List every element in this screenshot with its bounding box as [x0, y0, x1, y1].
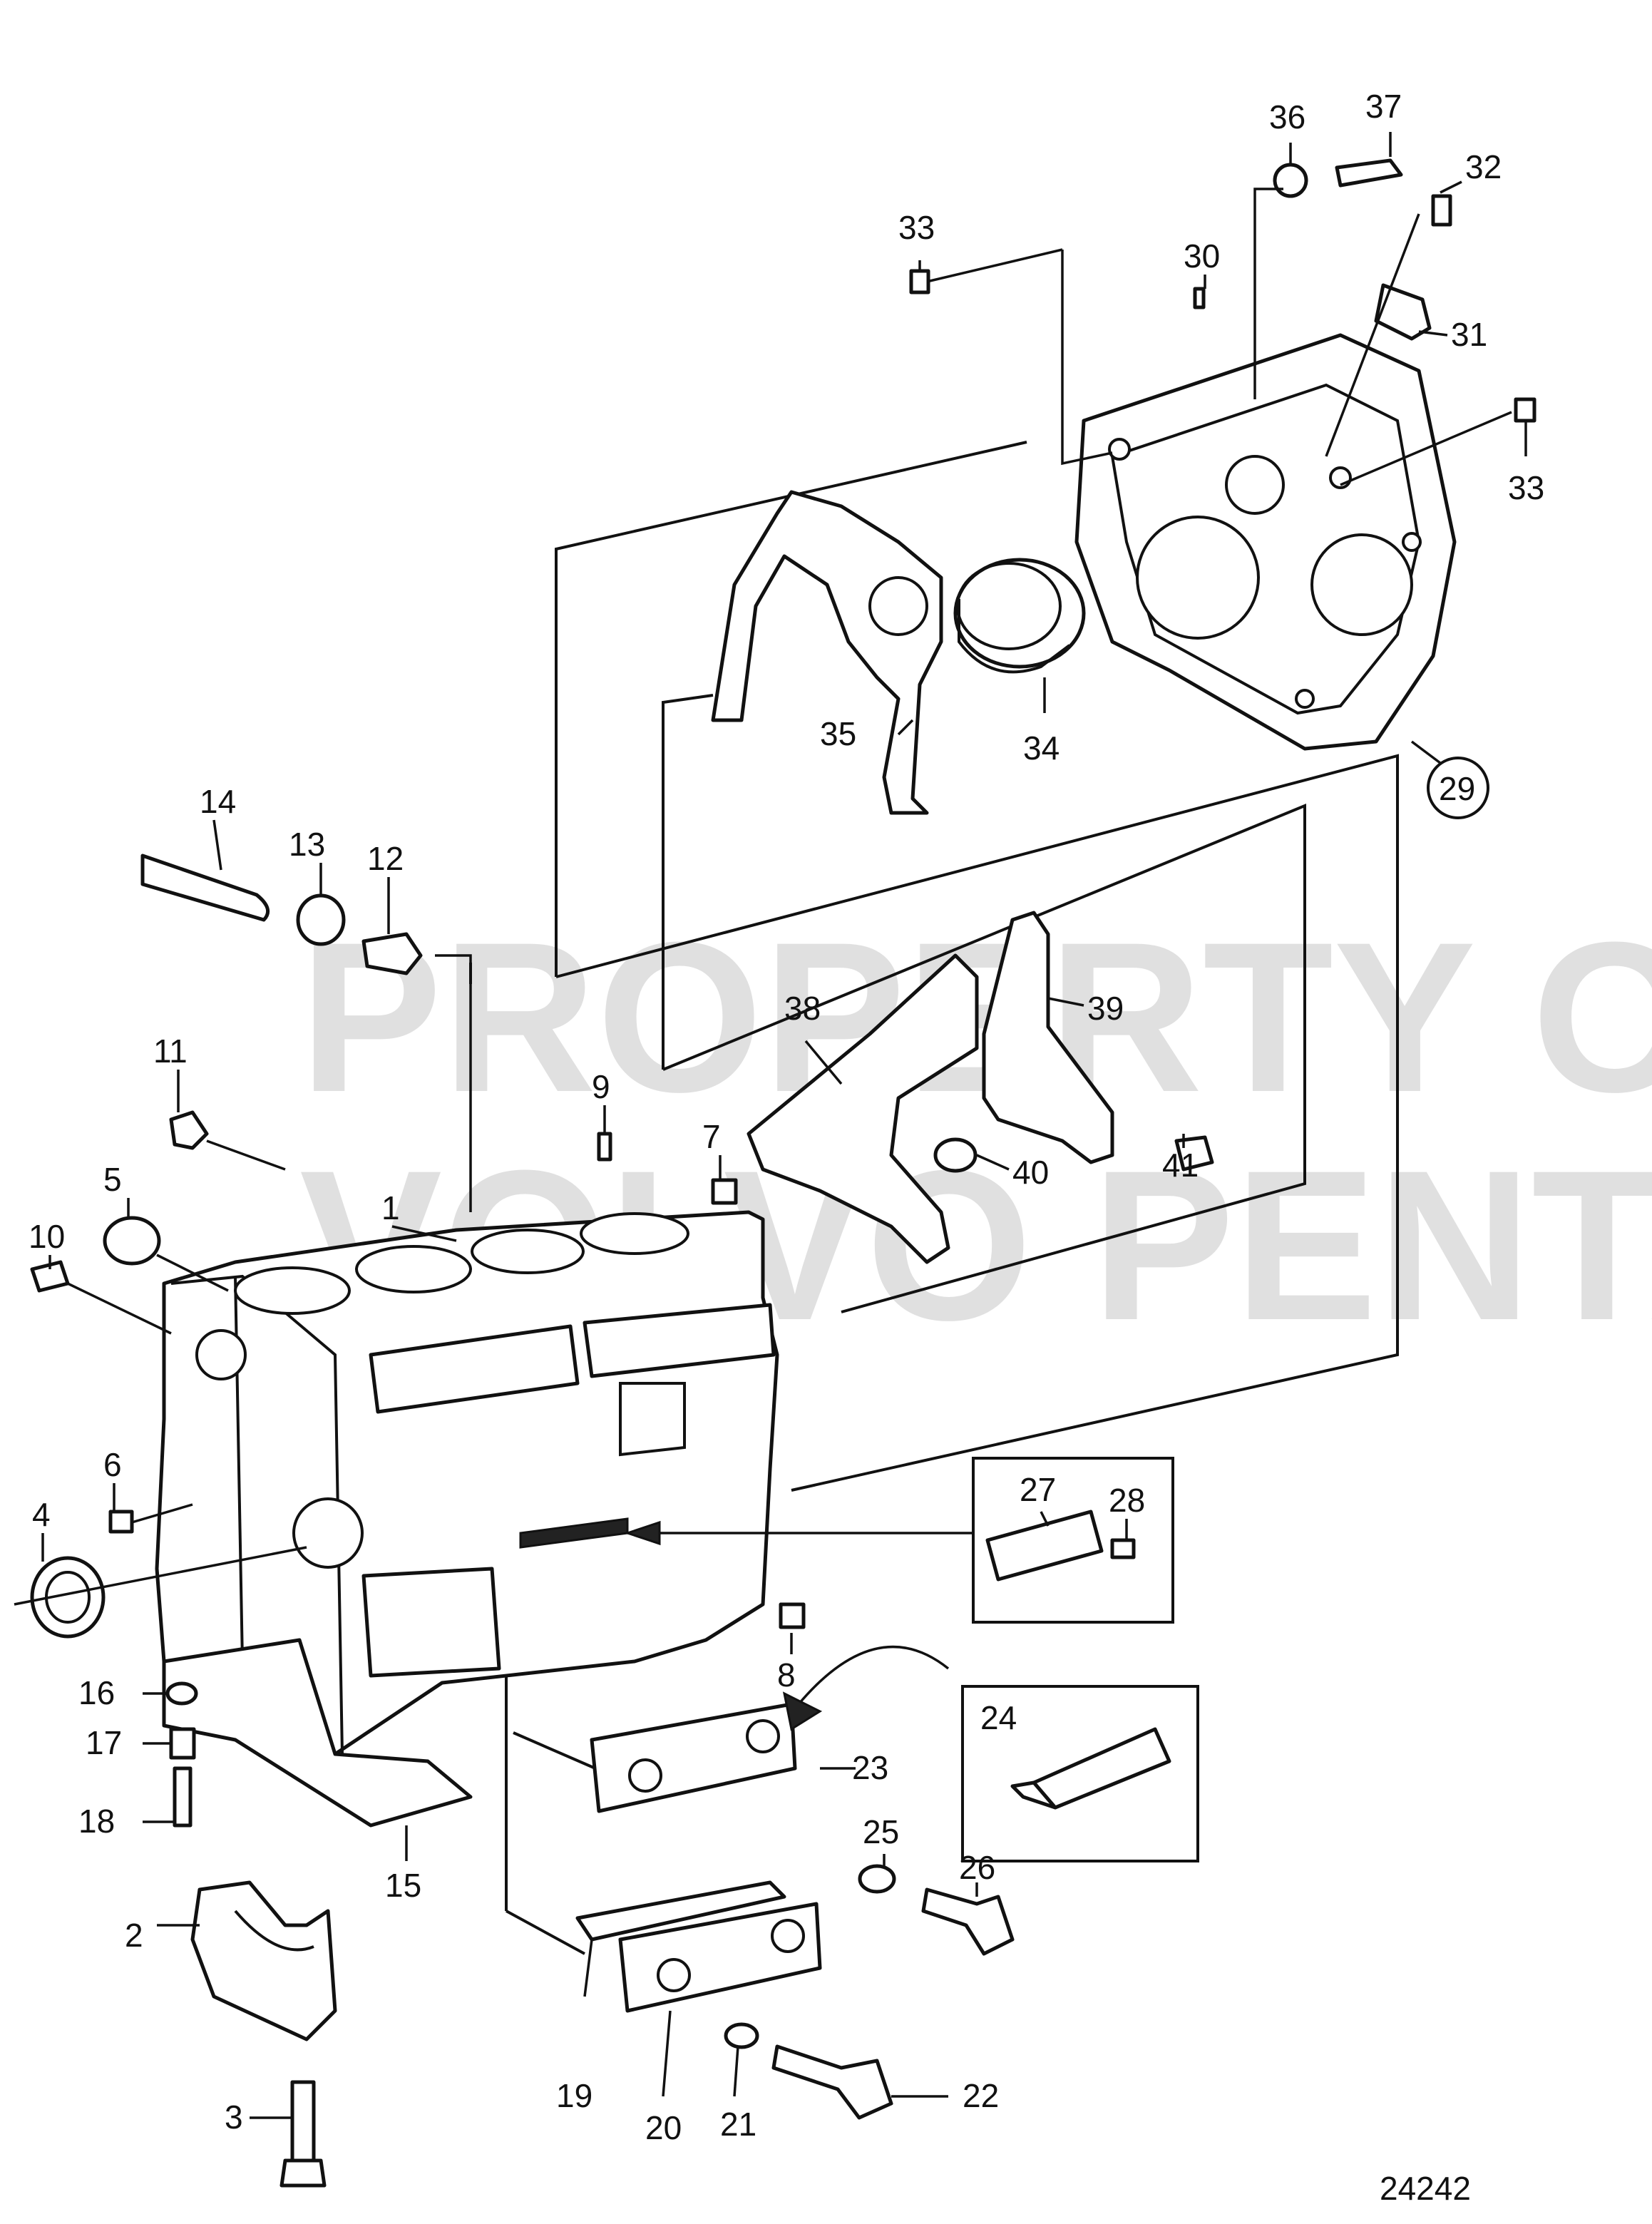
connector-12	[361, 932, 423, 975]
callout-labels: 1 2 3 4 5 6 7 8 9 10 11 12 13 14 15 16 1…	[29, 88, 1544, 2146]
callout-24: 24	[980, 1699, 1017, 1736]
seal-ring	[953, 558, 1086, 674]
callout-41: 41	[1162, 1147, 1199, 1184]
bolt-18	[173, 1766, 193, 1828]
callout-25: 25	[863, 1813, 899, 1850]
inset-sealant-box	[782, 1645, 1199, 1862]
callout-39: 39	[1087, 990, 1124, 1027]
bolt-33a	[909, 269, 930, 294]
callout-27: 27	[1020, 1471, 1056, 1508]
cover-plates	[575, 1702, 822, 2013]
callout-37: 37	[1365, 88, 1402, 125]
bolt-22	[771, 2044, 893, 2120]
callout-4: 4	[32, 1496, 51, 1533]
callout-11: 11	[153, 1032, 188, 1070]
inset-nameplate-box	[624, 1457, 1174, 1624]
pin-30	[1193, 287, 1206, 309]
crankshaft-seal	[30, 1556, 106, 1639]
callout-1: 1	[381, 1189, 400, 1226]
callout-9: 9	[592, 1068, 610, 1105]
bolt-26	[921, 1887, 1015, 1956]
callout-33-top: 33	[898, 209, 935, 246]
spacer-17	[169, 1727, 196, 1760]
callout-6: 6	[103, 1446, 122, 1483]
callout-15: 15	[385, 1867, 421, 1904]
bolt-33b	[1514, 397, 1536, 423]
small-fittings	[30, 854, 806, 1828]
callout-3: 3	[225, 2099, 243, 2136]
leader-lines	[14, 132, 1527, 2119]
engine-brackets	[747, 911, 1214, 1264]
callout-32: 32	[1465, 148, 1502, 185]
washer-16	[165, 1681, 198, 1706]
callout-36: 36	[1269, 98, 1305, 135]
plate-31	[1374, 283, 1432, 341]
washer-25	[858, 1864, 896, 1894]
spacer-40	[933, 1137, 978, 1173]
dowel-7	[711, 1178, 738, 1205]
callout-30: 30	[1184, 237, 1220, 275]
gasket	[711, 490, 943, 815]
callout-26: 26	[959, 1849, 995, 1886]
callout-29: 29	[1439, 770, 1475, 807]
washer-36	[1273, 163, 1308, 198]
cover-fasteners	[724, 1864, 1015, 2120]
callout-29-circle	[1427, 757, 1489, 819]
gasket-19	[575, 1880, 786, 1942]
plug-cap	[103, 1216, 161, 1266]
clamp-13	[296, 893, 346, 946]
bracket-39	[982, 911, 1114, 1164]
callout-40: 40	[1012, 1154, 1049, 1191]
callout-23: 23	[852, 1749, 888, 1786]
watermark: PROPERTY OF VOLVO PENTA	[299, 897, 1652, 1365]
callout-13: 13	[289, 826, 325, 863]
callout-28: 28	[1109, 1482, 1145, 1519]
fitting-11	[169, 1110, 209, 1150]
callout-14: 14	[200, 783, 236, 820]
callout-19: 19	[556, 2077, 592, 2114]
engine-block	[155, 1210, 779, 1756]
bracket-38	[747, 953, 979, 1264]
plug-6	[108, 1510, 134, 1534]
callout-8: 8	[777, 1656, 796, 1693]
callout-31: 31	[1451, 316, 1487, 353]
callout-2: 2	[125, 1917, 143, 1954]
callout-34: 34	[1023, 729, 1060, 767]
callout-38: 38	[784, 990, 821, 1027]
callout-17: 17	[86, 1724, 122, 1761]
callout-21: 21	[720, 2106, 756, 2143]
callout-22: 22	[963, 2077, 999, 2114]
bolt-32	[1431, 194, 1452, 227]
flywheel-housing	[1074, 333, 1457, 751]
drawing-number: 24242	[1380, 2170, 1471, 2207]
callout-18: 18	[78, 1803, 115, 1840]
callout-35: 35	[820, 715, 856, 752]
bearing-bolt	[279, 2080, 327, 2188]
pin-9	[597, 1132, 612, 1162]
main-bearing-cap	[190, 1880, 337, 2041]
washer-21	[724, 2022, 759, 2049]
callout-7: 7	[702, 1118, 721, 1155]
screw-37	[1335, 158, 1403, 188]
callout-20: 20	[645, 2109, 682, 2146]
dowel-8	[779, 1602, 806, 1629]
callout-12: 12	[367, 840, 404, 877]
callout-5: 5	[103, 1161, 122, 1198]
screw-41	[1174, 1135, 1214, 1172]
hose-14	[140, 854, 270, 922]
callout-16: 16	[78, 1674, 115, 1711]
callout-33-right: 33	[1508, 469, 1544, 506]
callout-10: 10	[29, 1218, 65, 1255]
